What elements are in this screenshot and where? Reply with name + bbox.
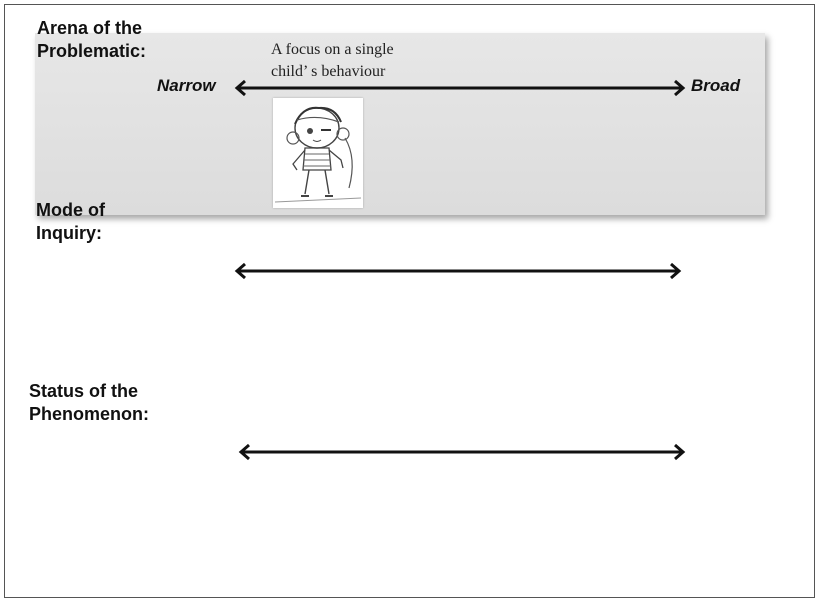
- status-scale-arrow: [238, 443, 686, 461]
- narrow-label: Narrow: [157, 76, 216, 95]
- arena-note-line-2: child’ s behaviour: [271, 63, 386, 80]
- arena-heading: Arena of the Problematic:: [37, 18, 147, 61]
- highlight-band: [35, 33, 765, 215]
- slide-frame: Arena of the Problematic: A focus on a s…: [4, 4, 815, 598]
- arena-note: A focus on a single child’ s behaviour: [271, 39, 394, 83]
- arena-note-line-1: A focus on a single: [271, 41, 394, 58]
- status-heading: Status of the Phenomenon:: [29, 381, 149, 424]
- mode-heading: Mode of Inquiry:: [36, 200, 105, 243]
- broad-label: Broad: [691, 76, 741, 95]
- arena-scale-arrow: [234, 79, 686, 97]
- child-sketch-icon: [273, 98, 363, 208]
- mode-scale-arrow: [234, 262, 682, 280]
